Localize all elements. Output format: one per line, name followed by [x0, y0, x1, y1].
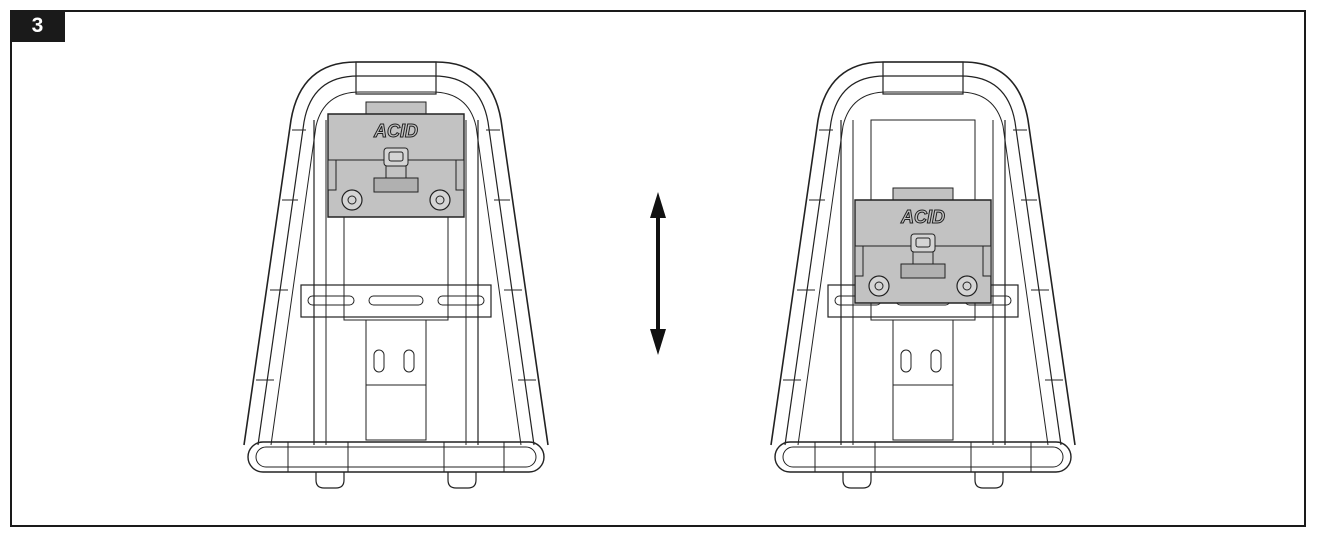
bracket-logo-text: ACID: [373, 121, 418, 141]
double-arrow-vertical-icon: [650, 192, 666, 355]
bracket-upper-position: ACID: [327, 101, 465, 218]
bracket-logo-text: ACID: [900, 207, 945, 227]
bracket-lower-position: ACID: [854, 187, 992, 304]
step-number-badge: 3: [10, 10, 65, 42]
